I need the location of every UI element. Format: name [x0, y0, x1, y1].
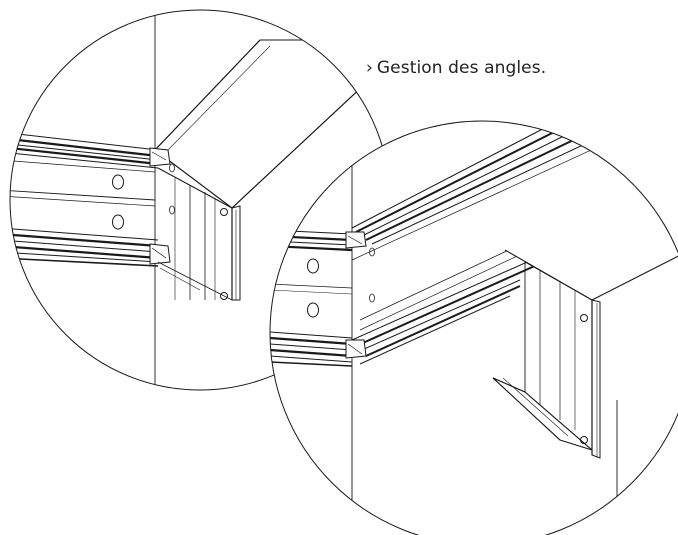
detail-view-left	[9, 9, 391, 391]
caption-text: ›Gestion des angles.	[366, 58, 546, 78]
detail-view-right	[269, 120, 678, 535]
caption-marker: ›	[366, 58, 373, 78]
caption-label: Gestion des angles.	[376, 58, 547, 78]
